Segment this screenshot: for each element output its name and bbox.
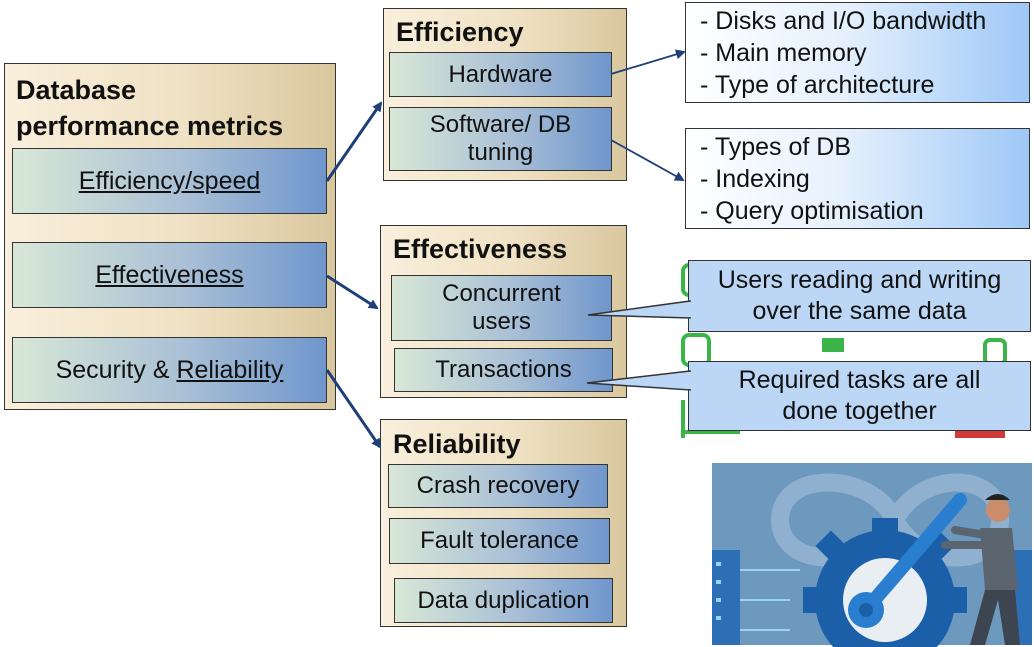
reliability-panel-title: Reliability [393,429,521,459]
data-duplication-label: Data duplication [417,586,590,614]
fault-tolerance-label: Fault tolerance [420,527,579,555]
transactions-label: Transactions [435,356,572,384]
concurrent-users-line1: Concurrent [442,280,561,308]
fault-tolerance-box[interactable]: Fault tolerance [389,518,610,564]
crash-recovery-box[interactable]: Crash recovery [388,464,608,508]
software-db-tuning-line2: tuning [467,139,534,166]
efficiency-panel-title: Efficiency [396,17,524,47]
concurrent-users-line2: users [472,308,531,335]
software-db-tuning-line1: Software/ DB [429,111,572,139]
hardware-label: Hardware [448,60,553,88]
person-figure [941,494,1020,645]
concurrent-callout-line2: over the same data [752,297,967,325]
wrench-icon [848,493,967,628]
concurrent-callout-pointer [587,300,691,319]
data-duplication-box[interactable]: Data duplication [394,578,613,623]
effectiveness-box[interactable]: Effectiveness [12,242,327,308]
software-detail-item: - Types of DB [700,133,851,161]
security-reliability-box[interactable]: Security & Reliability [12,337,327,403]
concurrent-users-callout: Users reading and writing over the same … [688,260,1031,332]
concurrent-users-box[interactable]: Concurrent users [391,275,612,341]
software-detail-item: - Query optimisation [700,197,924,225]
transactions-callout-line1: Required tasks are all [738,366,981,394]
hardware-details-box: - Disks and I/O bandwidth - Main memory … [685,2,1030,103]
efficiency-speed-label: Efficiency/speed [78,166,261,195]
hardware-detail-item: - Main memory [700,39,867,67]
software-details-box: - Types of DB - Indexing - Query optimis… [685,128,1030,229]
main-panel-title: Database performance metrics [16,72,283,144]
arrow-to-reliability [325,369,382,449]
main-panel-title-line1: Database [16,75,137,105]
arrow-software-details [610,139,685,181]
maintenance-illustration [712,463,1032,647]
security-reliability-label: Security & Reliability [56,356,284,385]
hardware-detail-item: - Type of architecture [700,71,935,99]
hardware-detail-item: - Disks and I/O bandwidth [700,7,987,35]
crash-recovery-label: Crash recovery [416,472,580,500]
arrow-hardware-details [610,49,686,75]
software-db-tuning-label: Software/ DB tuning [430,111,571,166]
security-text: Security & [55,355,177,384]
hardware-box[interactable]: Hardware [389,52,612,97]
reliability-link-text: Reliability [176,355,284,384]
transactions-callout: Required tasks are all done together [688,361,1031,431]
effectiveness-label: Effectiveness [95,260,244,289]
concurrent-callout-line1: Users reading and writing [717,266,1002,294]
main-panel-title-line2: performance metrics [16,111,284,141]
efficiency-speed-box[interactable]: Efficiency/speed [12,148,327,214]
transactions-callout-pointer [586,370,691,391]
software-db-tuning-box[interactable]: Software/ DB tuning [389,107,612,171]
transactions-callout-line2: done together [782,397,937,425]
transactions-box[interactable]: Transactions [394,348,613,392]
arrow-to-efficiency [325,101,383,182]
arrow-to-effectiveness [326,274,379,310]
software-detail-item: - Indexing [700,165,810,193]
effectiveness-panel-title: Effectiveness [393,234,568,264]
concurrent-users-label: Concurrent users [442,280,561,335]
